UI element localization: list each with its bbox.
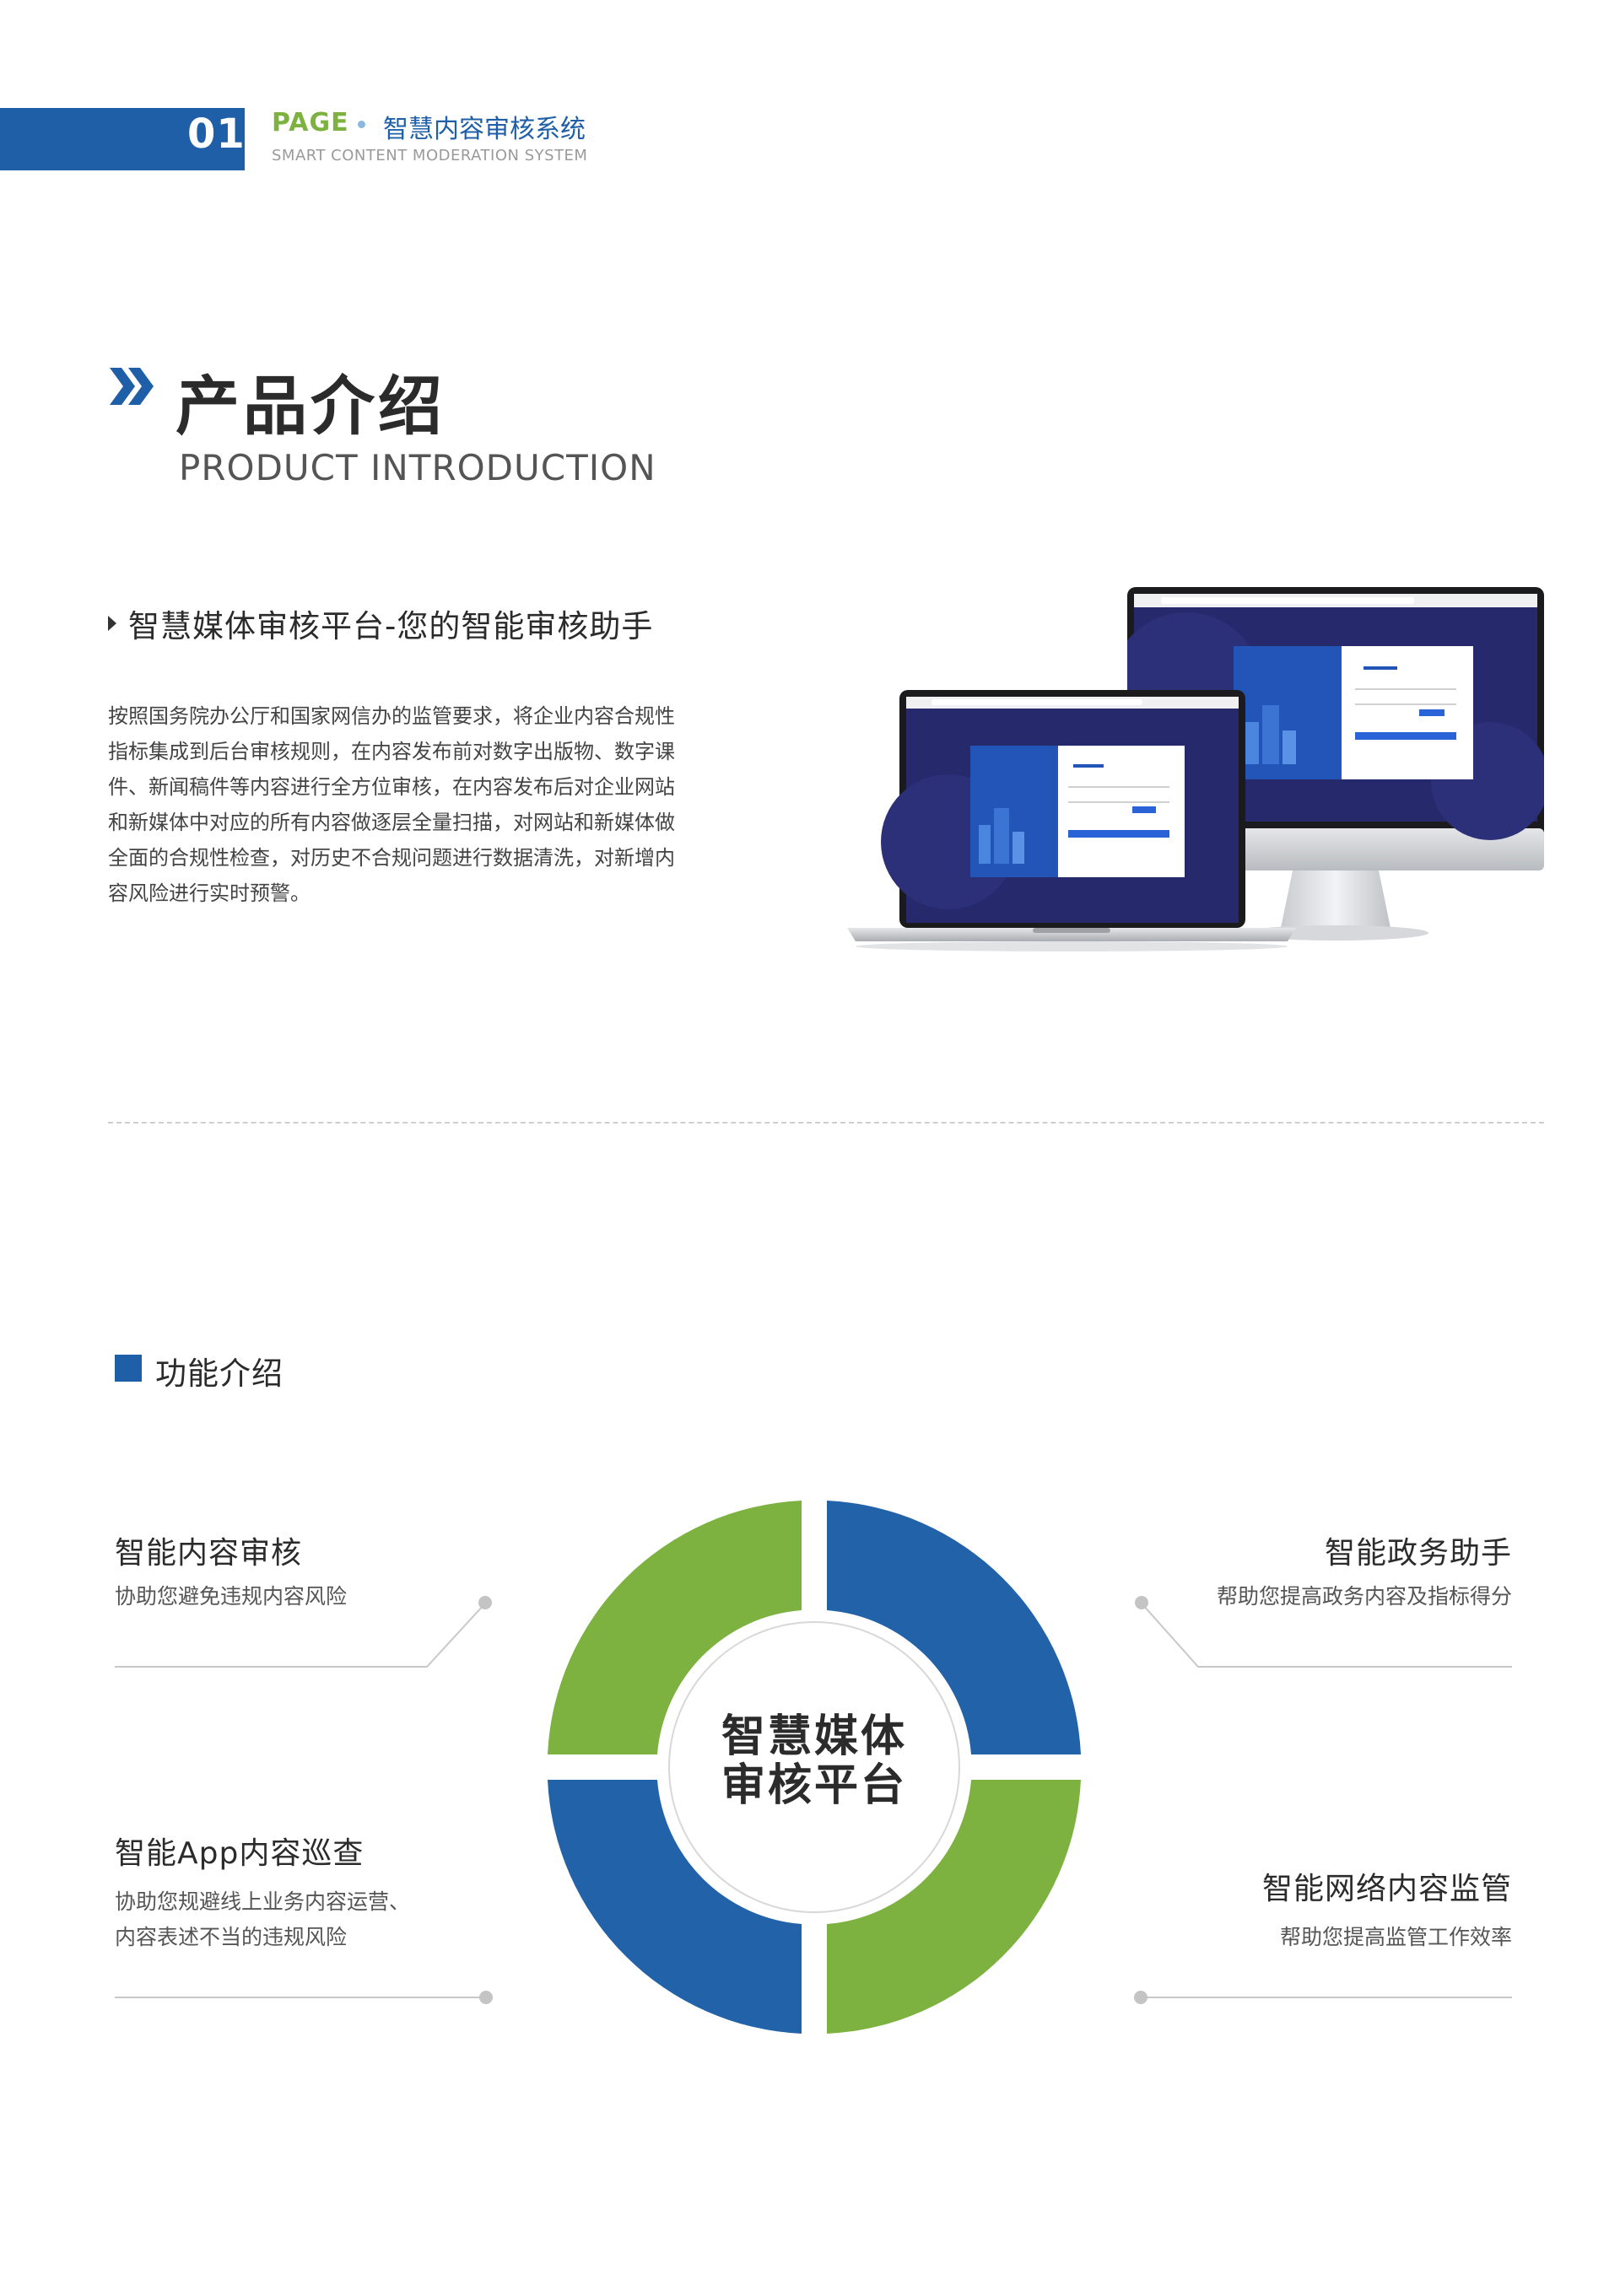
ring-center-label: 智慧媒体 审核平台 — [675, 1712, 953, 1810]
page-number-band — [0, 108, 245, 170]
section-title-english: PRODUCT INTRODUCTION — [179, 447, 656, 488]
feature-desc-network-supervision: 帮助您提高监管工作效率 — [1279, 1925, 1512, 1949]
intro-heading: 智慧媒体审核平台-您的智能审核助手 — [128, 608, 654, 644]
ring-segment-top-left — [548, 1501, 802, 1754]
feature-desc-app-inspection-line1: 协助您规避线上业务内容运营、 — [115, 1889, 411, 1914]
features-heading: 功能介绍 — [155, 1356, 284, 1392]
ring-segment-bottom-right — [827, 1780, 1081, 2034]
feature-title-network-supervision: 智能网络内容监管 — [1261, 1872, 1512, 1906]
page-label: PAGE — [272, 108, 349, 137]
ring-center-line-2: 审核平台 — [721, 1760, 907, 1811]
document-subtitle: SMART CONTENT MODERATION SYSTEM — [272, 147, 588, 164]
page-number: 01 — [187, 110, 246, 158]
feature-desc-gov-assistant: 帮助您提高政务内容及指标得分 — [1216, 1584, 1512, 1609]
document-title: 智慧内容审核系统 — [383, 115, 586, 144]
feature-title-gov-assistant: 智能政务助手 — [1324, 1536, 1512, 1571]
ring-center-line-1: 智慧媒体 — [721, 1711, 907, 1762]
platform-ring-diagram — [548, 1501, 1081, 2034]
double-chevron-icon — [110, 368, 154, 405]
square-bullet-icon — [115, 1355, 142, 1382]
ring-segment-top-right — [827, 1501, 1081, 1754]
feature-title-app-inspection: 智能App内容巡查 — [115, 1836, 364, 1871]
laptop-illustration — [847, 690, 1296, 951]
ring-segment-bottom-left — [548, 1780, 802, 2034]
section-title: 产品介绍 — [176, 369, 446, 444]
feature-title-content-review: 智能内容审核 — [115, 1536, 303, 1571]
feature-desc-content-review: 协助您避免违规内容风险 — [115, 1584, 348, 1609]
inner-circle-outline — [668, 1621, 960, 1913]
feature-desc-app-inspection-line2: 内容表述不当的违规风险 — [115, 1925, 348, 1949]
triangle-bullet-icon — [108, 616, 116, 631]
section-divider — [108, 1122, 1544, 1124]
separator-dot — [358, 121, 365, 128]
intro-paragraph: 按照国务院办公厅和国家网信办的监管要求，将企业内容合规性指标集成到后台审核规则，… — [108, 704, 675, 905]
